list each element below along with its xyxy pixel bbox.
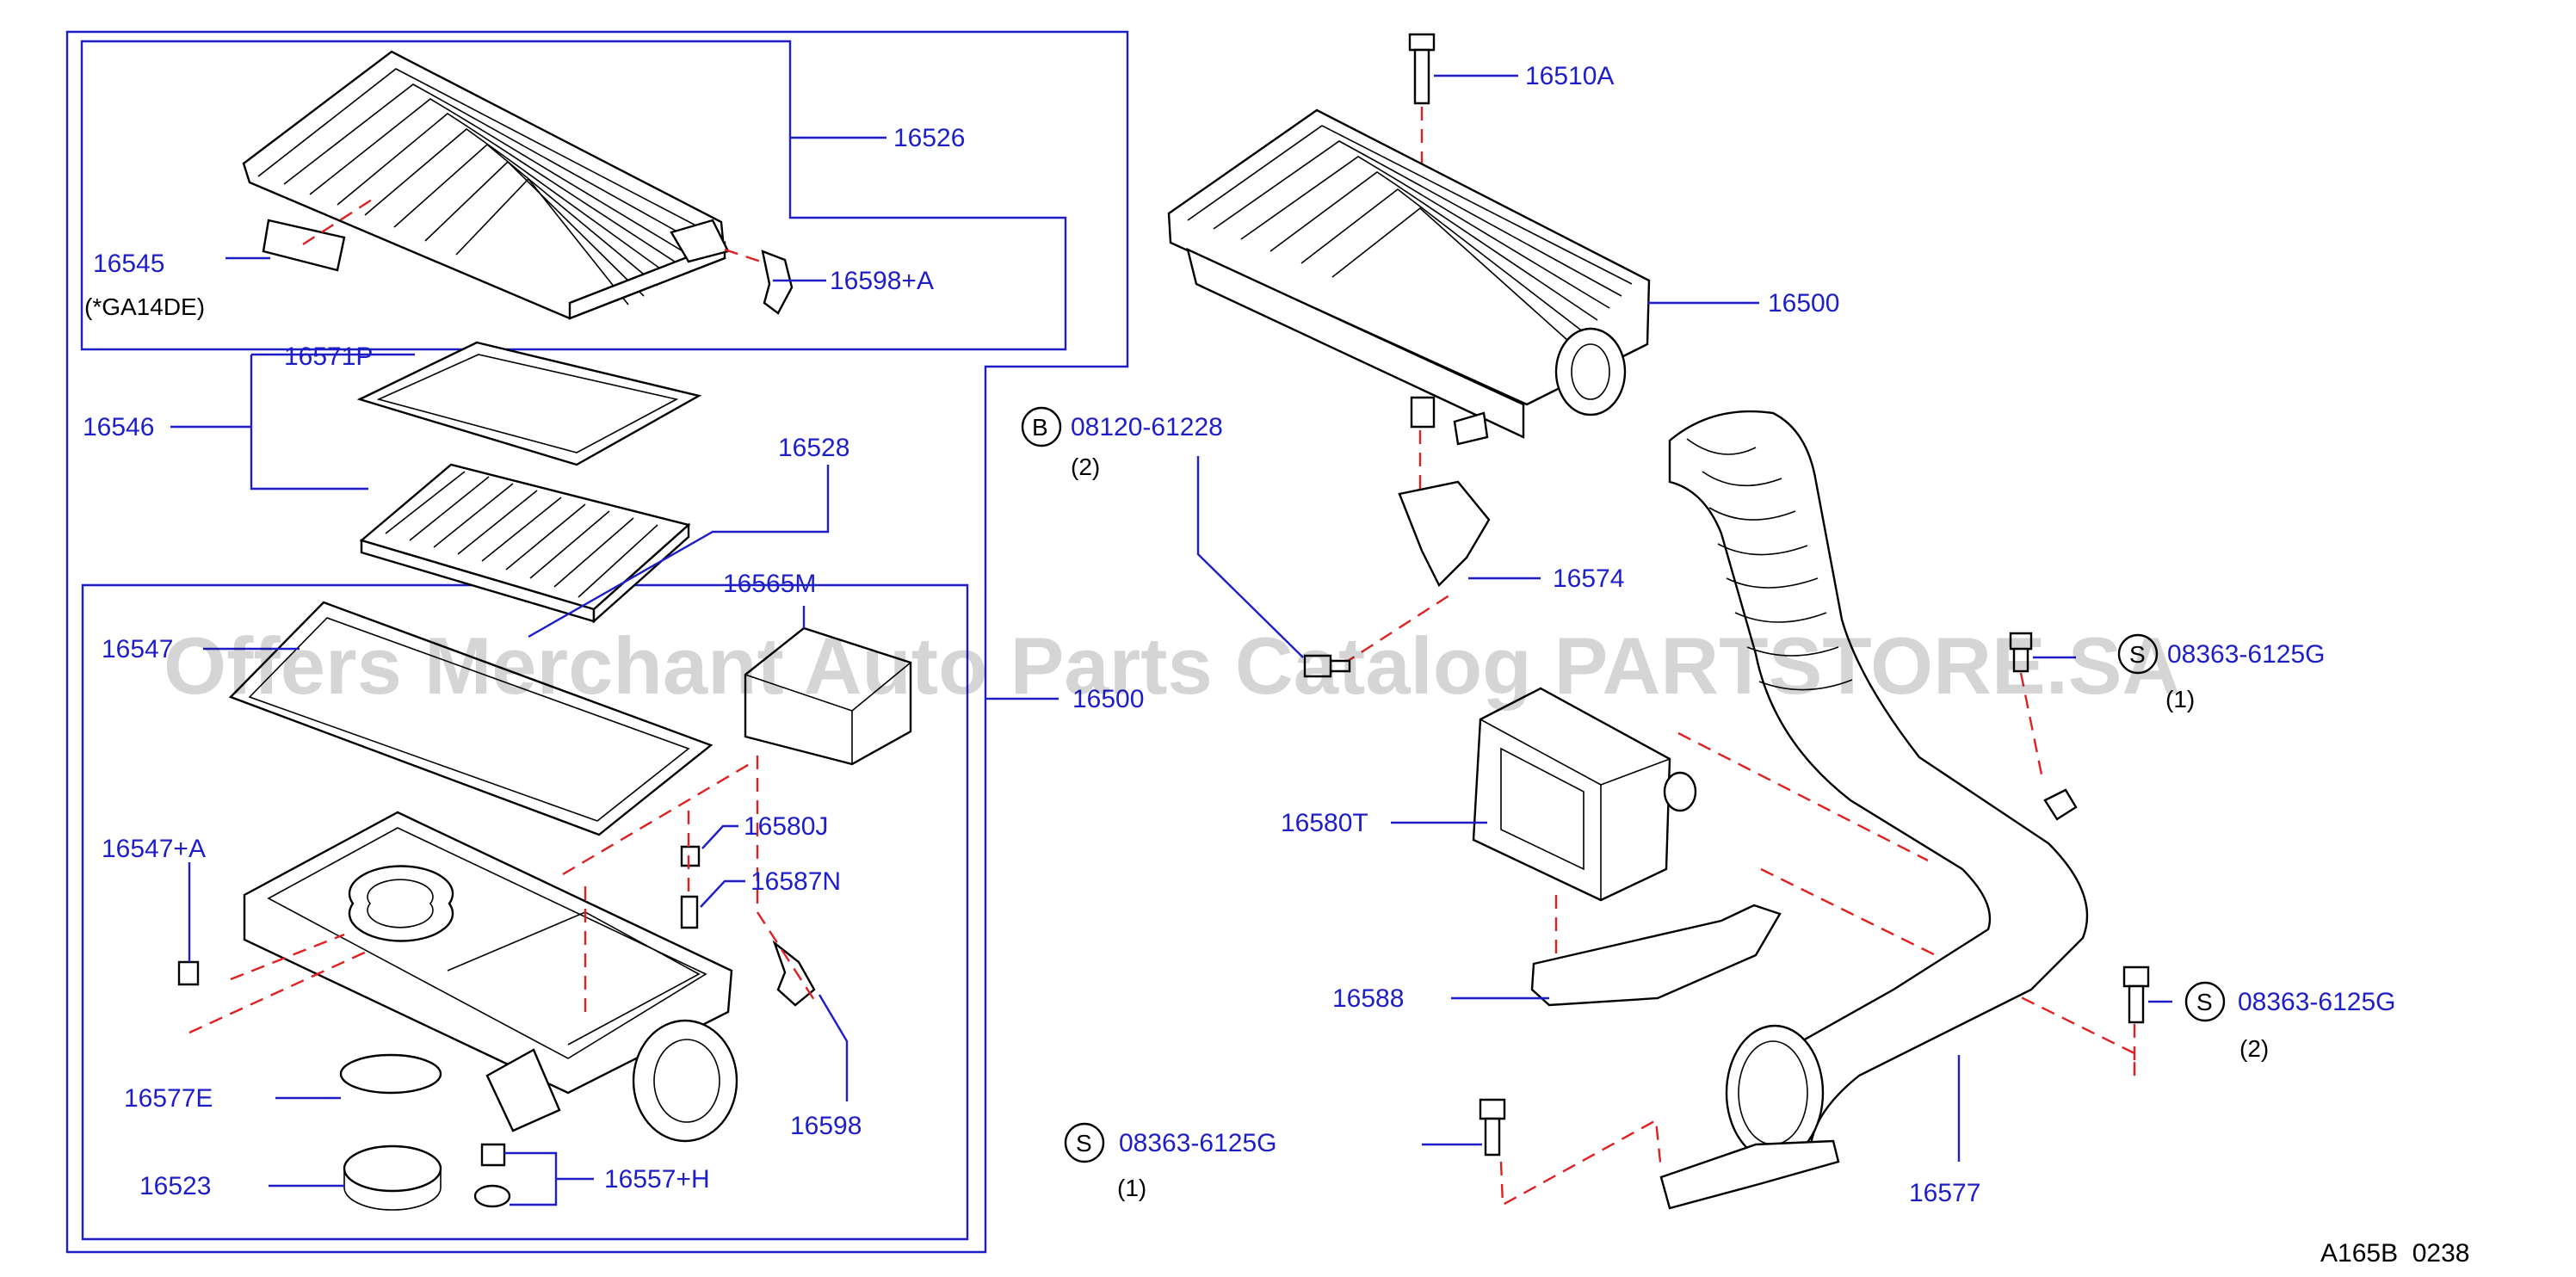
part-label[interactable]: 16547 <box>102 635 173 663</box>
part-label[interactable]: 08363-6125G <box>1119 1129 1277 1157</box>
leader-16528 <box>528 465 830 638</box>
screw-symbol-s-right: S <box>2184 981 2226 1022</box>
air-filter-element <box>359 463 691 624</box>
leader-16598 <box>818 994 849 1101</box>
part-qty: (2) <box>1071 453 1100 480</box>
upper-case-frame <box>80 40 1067 351</box>
clamp-16580j <box>680 845 701 867</box>
part-label[interactable]: 16587N <box>751 867 841 896</box>
watermark: Offers Merchant Auto Parts Catalog PARTS… <box>164 620 2180 711</box>
part-qty: (2) <box>2239 1035 2269 1062</box>
part-label[interactable]: 16500 <box>1768 289 1839 318</box>
dash-lower-e <box>756 756 816 1001</box>
part-label[interactable]: 16574 <box>1553 564 1624 593</box>
svg-text:S: S <box>2196 989 2213 1015</box>
part-label[interactable]: 16598 <box>790 1112 862 1140</box>
screw-08363-right <box>2122 965 2150 1024</box>
air-cleaner-assembly <box>1167 108 1651 446</box>
screw-symbol-s-lower: S <box>1064 1122 1105 1163</box>
svg-text:B: B <box>1032 414 1048 441</box>
part-note: (*GA14DE) <box>84 293 205 320</box>
clamp-clip-upper <box>761 250 794 315</box>
caution-label-plate <box>262 219 346 272</box>
clip-upper-dash <box>724 248 762 263</box>
resonator-16580t <box>1472 687 1697 902</box>
dash-resonator <box>1677 731 1929 862</box>
assembly-frame <box>65 30 1129 1254</box>
upper-air-cleaner-cover <box>242 50 730 320</box>
part-label[interactable]: 16571P <box>284 342 373 371</box>
bolt-16510a <box>1408 33 1436 105</box>
screw-symbol-s-upper: S <box>2117 633 2159 675</box>
part-label[interactable]: 16545 <box>93 250 164 278</box>
part-label[interactable]: 16547+A <box>102 835 206 863</box>
bracket-16588 <box>1530 904 1782 1007</box>
part-label[interactable]: 16580J <box>744 812 828 841</box>
dash-lower-c <box>562 761 753 876</box>
dash-screw-lower <box>1499 1119 1663 1206</box>
grommet-16587n <box>680 895 699 929</box>
screw-08363-lower <box>1479 1098 1506 1157</box>
grommet-16557h-a <box>480 1143 506 1167</box>
part-label[interactable]: 08363-6125G <box>2167 640 2326 669</box>
part-label[interactable]: 16526 <box>893 124 965 152</box>
bolt-08120-61228 <box>1303 654 1351 678</box>
part-label[interactable]: 16588 <box>1332 984 1404 1013</box>
part-label[interactable]: 16598+A <box>830 267 934 295</box>
bolt-symbol-b: B <box>1021 406 1062 447</box>
dash-screw-upper <box>2019 672 2043 775</box>
svg-text:S: S <box>2129 641 2146 668</box>
air-duct-hose <box>1659 410 2089 1210</box>
dash-lower-a <box>188 948 371 1034</box>
part-label[interactable]: 08363-6125G <box>2238 988 2396 1016</box>
part-qty: (1) <box>2165 686 2195 713</box>
part-label[interactable]: 16577E <box>124 1084 213 1113</box>
part-label[interactable]: 16546 <box>83 413 154 441</box>
leader-16546 <box>170 353 415 490</box>
part-label[interactable]: 16565M <box>723 570 816 598</box>
clip-16598 <box>772 940 816 1007</box>
lower-air-cleaner-case <box>243 811 738 1143</box>
part-label[interactable]: 08120-61228 <box>1071 413 1223 441</box>
bracket-16574 <box>1398 480 1491 588</box>
svg-text:S: S <box>1076 1130 1092 1157</box>
seal-16523 <box>343 1144 442 1193</box>
label-dash <box>302 198 373 246</box>
screw-08363-upper <box>2009 632 2033 673</box>
clip-16547a <box>177 960 200 986</box>
leader-16587n <box>700 879 745 908</box>
filter-gasket-upper <box>356 341 702 466</box>
leader-16557h <box>504 1151 594 1206</box>
leader-16580j <box>701 824 738 849</box>
dash-lower-b <box>230 933 345 981</box>
filter-gasket-lower <box>228 601 713 836</box>
part-qty: (1) <box>1117 1175 1146 1201</box>
part-label[interactable]: 16577 <box>1909 1179 1980 1207</box>
lower-case-frame <box>81 583 969 1241</box>
grommet-16557h-b <box>473 1184 511 1208</box>
part-label[interactable]: 16557+H <box>604 1165 710 1194</box>
part-label[interactable]: 16580T <box>1281 809 1368 837</box>
hose-clamp-16577e <box>339 1053 442 1095</box>
part-label[interactable]: 16510A <box>1525 62 1614 90</box>
part-label[interactable]: 16523 <box>139 1172 211 1200</box>
part-label[interactable]: 16500 <box>1072 685 1144 713</box>
part-label[interactable]: 16528 <box>778 434 849 462</box>
leader-08120 <box>1196 456 1304 658</box>
diagram-reference: A165B 0238 <box>2320 1239 2469 1268</box>
